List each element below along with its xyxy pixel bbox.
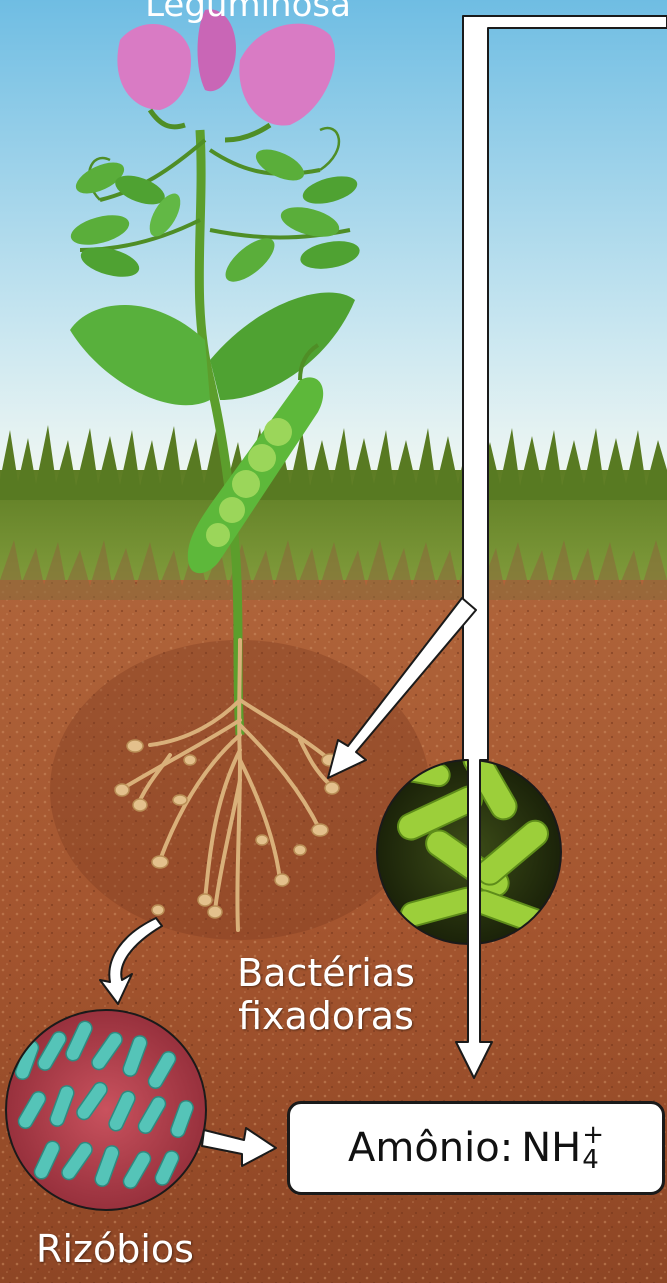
rhizobia-image [6,1010,206,1210]
plant-title-label: Leguminosa [118,0,378,24]
bacteria-label-line-2: fixadoras [208,995,444,1038]
ammonium-name: Amônio: [348,1125,513,1171]
ammonium-ion-scripts: + 4 [582,1123,604,1172]
nitrogen-fixing-bacteria-label: Bactérias fixadoras [208,952,444,1037]
rhizobia-label: Rizóbios [0,1228,230,1271]
bacteria-label-line-1: Bactérias [208,952,444,995]
ammonium-formula: NH + 4 [521,1123,604,1172]
ammonium-box: Amônio: NH + 4 [287,1101,665,1195]
ammonium-subscript: 4 [582,1148,604,1173]
ammonium-formula-base: NH [521,1125,581,1171]
